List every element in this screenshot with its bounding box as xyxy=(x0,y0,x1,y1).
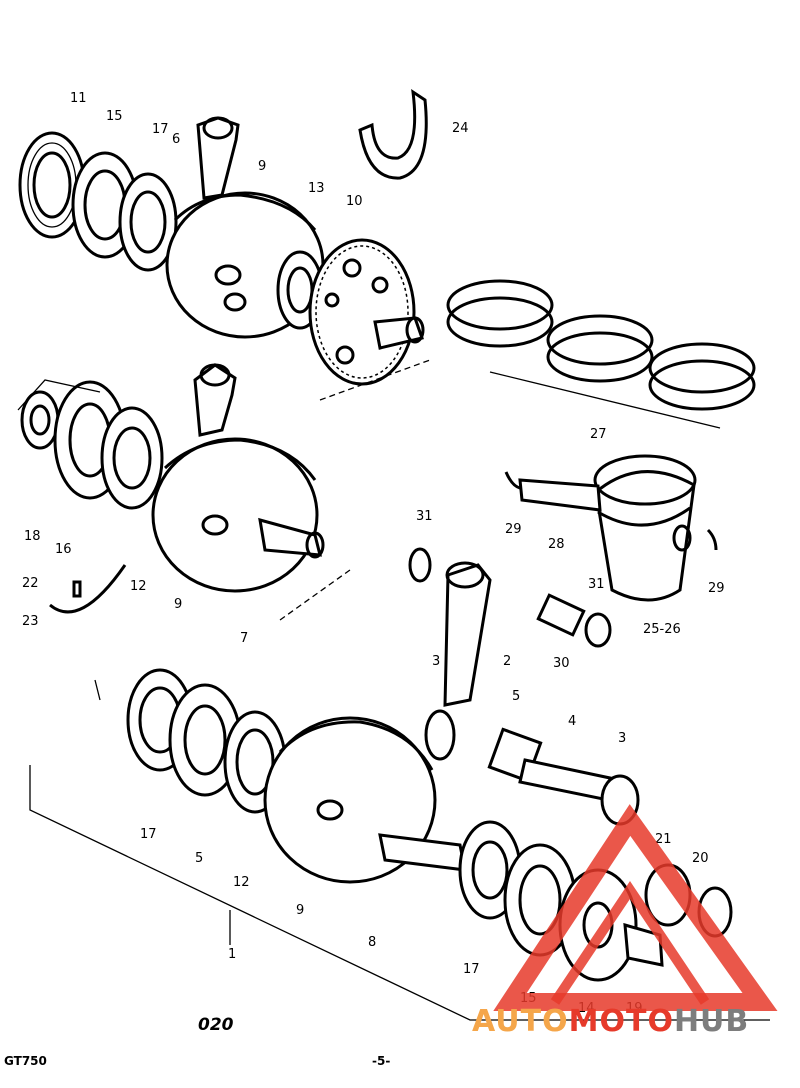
part-label: 25-26 xyxy=(643,622,681,637)
part-label: 12 xyxy=(233,875,250,890)
needle-bearing xyxy=(536,593,586,637)
watermark-triangle-icon xyxy=(493,804,778,1011)
group-code: 020 xyxy=(198,1015,234,1035)
part-label: 29 xyxy=(505,522,522,537)
svg-text:AUTOMOTOHUB: AUTOMOTOHUB xyxy=(472,1004,749,1039)
crank-wheel xyxy=(151,437,319,593)
thrust-washer xyxy=(424,709,456,761)
upper-crankshaft-assembly xyxy=(18,88,428,386)
part-label: 4 xyxy=(568,714,576,729)
part-label: 23 xyxy=(22,614,39,629)
part-label: 18 xyxy=(24,529,41,544)
part-label: 9 xyxy=(174,597,182,612)
leader-lines xyxy=(17,359,770,1021)
connecting-rod xyxy=(443,563,492,707)
shaft-collar xyxy=(623,922,664,967)
part-label: 15 xyxy=(106,109,123,124)
part-label: 3 xyxy=(618,731,626,746)
middle-crankshaft-assembly xyxy=(20,363,325,614)
part-label: 21 xyxy=(655,832,672,847)
part-label: 22 xyxy=(22,576,39,591)
part-label: 17 xyxy=(152,122,169,137)
part-label: 30 xyxy=(553,656,570,671)
watermark-text-hub: HUB xyxy=(674,1004,749,1039)
piston xyxy=(594,470,696,602)
part-label: 8 xyxy=(368,935,376,950)
thrust-washer xyxy=(358,88,428,180)
c-ring xyxy=(49,564,127,614)
part-label: 24 xyxy=(452,121,469,136)
part-label: 16 xyxy=(55,542,72,557)
part-label: 17 xyxy=(140,827,157,842)
model-name: GT750 xyxy=(4,1054,47,1068)
part-label: 3 xyxy=(432,654,440,669)
connecting-rod-assembly xyxy=(408,547,640,826)
part-label: 10 xyxy=(346,194,363,209)
part-label: 9 xyxy=(296,903,304,918)
part-labels: 11 15 17 6 9 13 10 24 27 18 16 12 22 23 … xyxy=(22,91,725,1016)
piston-assembly xyxy=(504,454,718,602)
bearing xyxy=(100,406,164,510)
circlip xyxy=(504,471,521,490)
piston-ring xyxy=(446,279,554,331)
watermark-text-auto: AUTO xyxy=(472,1004,569,1039)
page-number: -5- xyxy=(372,1054,390,1068)
part-label: 2 xyxy=(503,654,511,669)
part-label: 17 xyxy=(463,962,480,977)
part-label: 12 xyxy=(130,579,147,594)
part-label: 1 xyxy=(228,947,236,962)
circlip xyxy=(706,528,718,551)
part-label: 20 xyxy=(692,851,709,866)
thrust-washer xyxy=(408,547,432,583)
part-label: 6 xyxy=(172,132,180,147)
piston-ring xyxy=(648,342,756,394)
bearing xyxy=(118,172,178,272)
thrust-washer xyxy=(584,612,612,648)
watermark: AUTOMOTOHUB xyxy=(472,804,778,1039)
crank-pin xyxy=(518,758,612,802)
part-label: 13 xyxy=(308,181,325,196)
part-label: 31 xyxy=(416,509,433,524)
piston-pin xyxy=(518,478,602,512)
part-label: 7 xyxy=(240,631,248,646)
part-label: 27 xyxy=(590,427,607,442)
part-label: 31 xyxy=(588,577,605,592)
crank-gear xyxy=(308,238,416,386)
part-label: 28 xyxy=(548,537,565,552)
dowel-pin xyxy=(72,580,82,598)
part-label: 11 xyxy=(70,91,87,106)
crank-shaft-end xyxy=(373,316,424,350)
piston-rings xyxy=(446,279,756,429)
watermark-text-moto: MOTO xyxy=(569,1004,674,1039)
part-label: 29 xyxy=(708,581,725,596)
part-label: 9 xyxy=(258,159,266,174)
part-label: 5 xyxy=(512,689,520,704)
part-label: 5 xyxy=(195,851,203,866)
piston-ring xyxy=(546,314,654,366)
